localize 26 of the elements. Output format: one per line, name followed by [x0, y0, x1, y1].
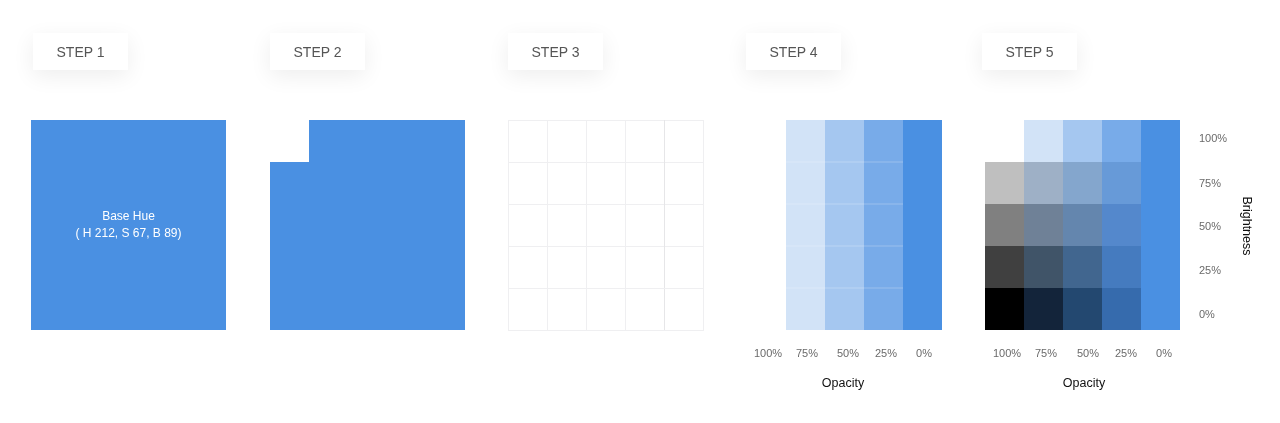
color-name: Base Hue: [102, 208, 155, 225]
axis-tick-label: 50%: [1077, 347, 1099, 359]
axis-tick-label: 0%: [916, 347, 932, 359]
axis-tick-label: 100%: [1199, 132, 1228, 144]
axis-tick-label: 50%: [837, 347, 859, 359]
step-tag: STEP 5: [982, 33, 1077, 70]
axis-tick-label: 0%: [1156, 347, 1172, 359]
axis-title: Brightness: [1240, 196, 1254, 256]
axis-tick-label: 75%: [796, 347, 818, 359]
axis-tick-label: 75%: [1035, 347, 1057, 359]
color-square: [31, 120, 226, 330]
step-tag: STEP 1: [33, 33, 128, 70]
color-value: ( H 212, S 67, B 89): [75, 225, 182, 242]
axis-tick-label: 100%: [992, 347, 1022, 359]
axis-title: Opacity: [821, 376, 865, 390]
step-tag: STEP 3: [508, 33, 603, 70]
step-tag: STEP 2: [270, 33, 365, 70]
axis-tick-label: 25%: [875, 347, 897, 359]
axis-tick-label: 100%: [753, 347, 783, 359]
axis-tick-label: 25%: [1115, 347, 1137, 359]
axis-tick-label: 50%: [1199, 220, 1222, 232]
axis-tick-label: 25%: [1199, 264, 1222, 276]
axis-tick-label: 0%: [1199, 308, 1215, 320]
axis-title: Opacity: [1062, 376, 1106, 390]
step-tag: STEP 4: [746, 33, 841, 70]
axis-tick-label: 75%: [1199, 177, 1222, 189]
